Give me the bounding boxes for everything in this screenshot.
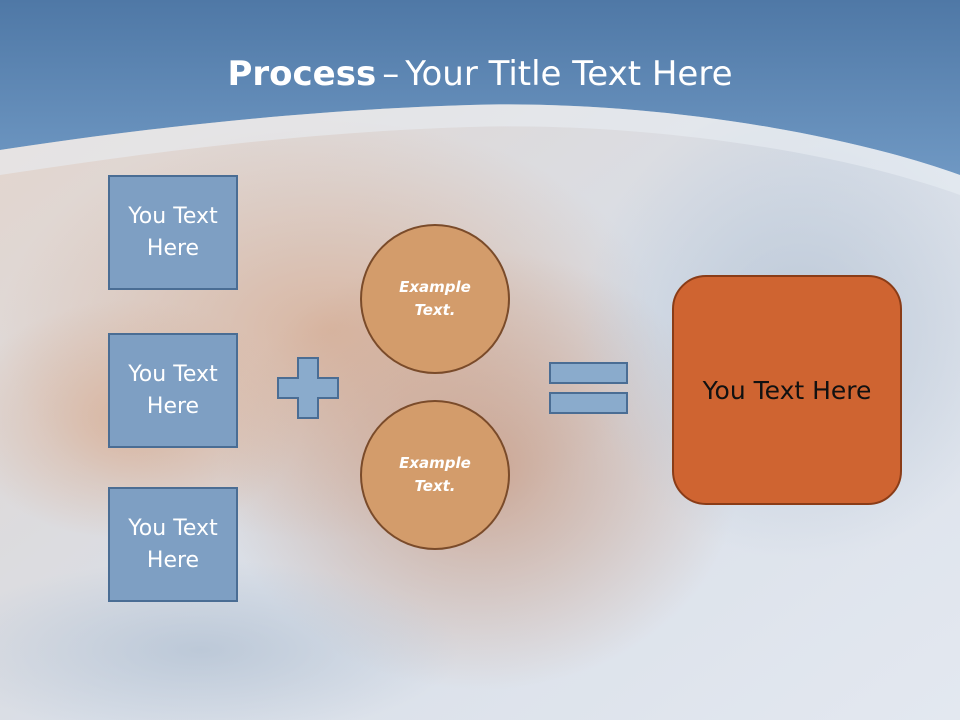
input-box-1: You Text Here xyxy=(108,175,238,290)
result-box-text: You Text Here xyxy=(702,375,872,405)
title-rest: Your Title Text Here xyxy=(405,54,733,94)
slide-title: Process–Your Title Text Here xyxy=(0,52,960,96)
title-bold: Process xyxy=(227,54,377,94)
title-dash: – xyxy=(382,54,400,94)
input-box-3: You Text Here xyxy=(108,487,238,602)
circle-1: Example Text. xyxy=(360,224,510,374)
circle-2: Example Text. xyxy=(360,400,510,550)
input-box-1-text: You Text Here xyxy=(128,203,218,261)
circle-1-text: Example Text. xyxy=(399,278,471,319)
input-box-2: You Text Here xyxy=(108,333,238,448)
equals-icon xyxy=(549,362,628,414)
plus-icon xyxy=(277,357,339,419)
result-box: You Text Here xyxy=(672,275,902,505)
input-box-3-text: You Text Here xyxy=(128,515,218,573)
input-box-2-text: You Text Here xyxy=(128,361,218,419)
circle-2-text: Example Text. xyxy=(399,454,471,495)
